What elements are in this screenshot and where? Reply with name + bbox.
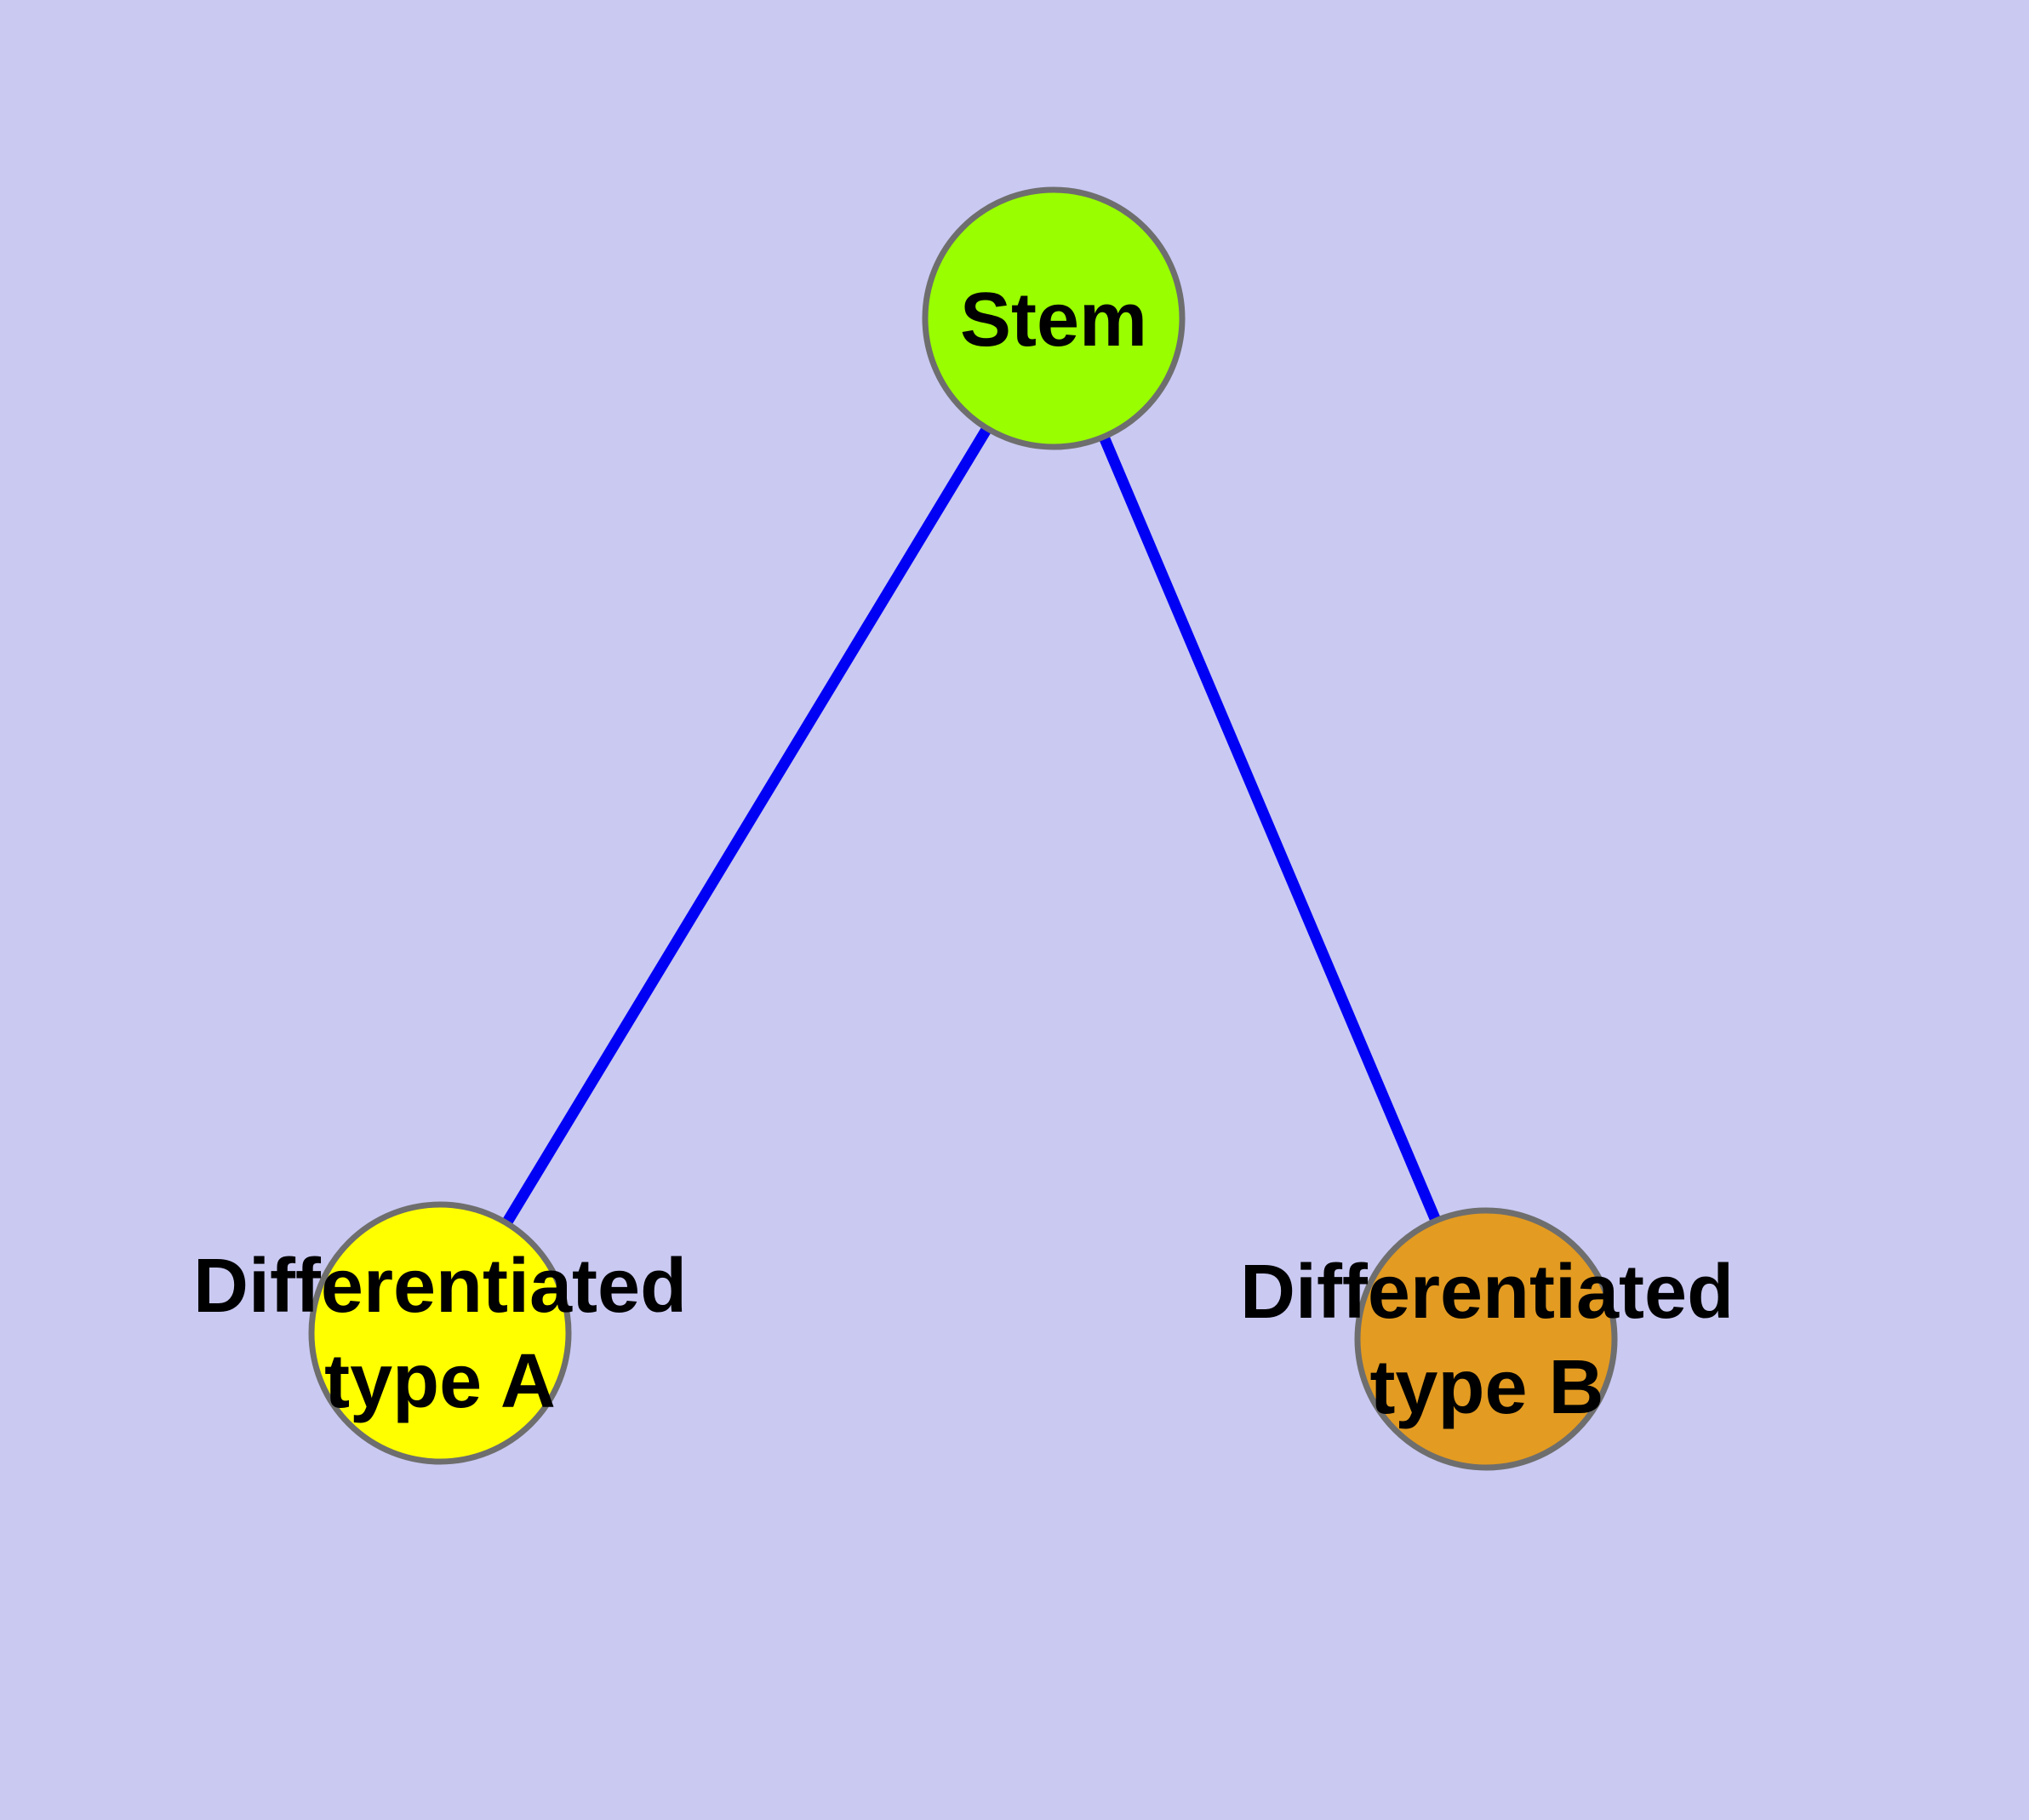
node-differentiated-type-b: [1354, 1207, 1618, 1471]
node-label-differentiated-type-b: Differentiated type B: [1240, 1245, 1734, 1435]
node-label-type-b-line-1: Differentiated: [1239, 1250, 1735, 1335]
node-label-type-a-line-1: Differentiated: [192, 1244, 688, 1329]
edge-stem-to-type-a: [434, 312, 1060, 1339]
node-stem: [922, 186, 1186, 450]
node-label-stem-line: Stem: [959, 278, 1148, 363]
node-differentiated-type-a: [308, 1201, 572, 1465]
node-label-type-b-line-2: type B: [1369, 1345, 1604, 1430]
node-label-type-a-line-2: type A: [324, 1339, 556, 1424]
node-label-differentiated-type-a: Differentiated type A: [193, 1239, 687, 1429]
edge-stem-to-type-b: [1048, 312, 1492, 1345]
node-label-stem: Stem: [960, 272, 1147, 368]
